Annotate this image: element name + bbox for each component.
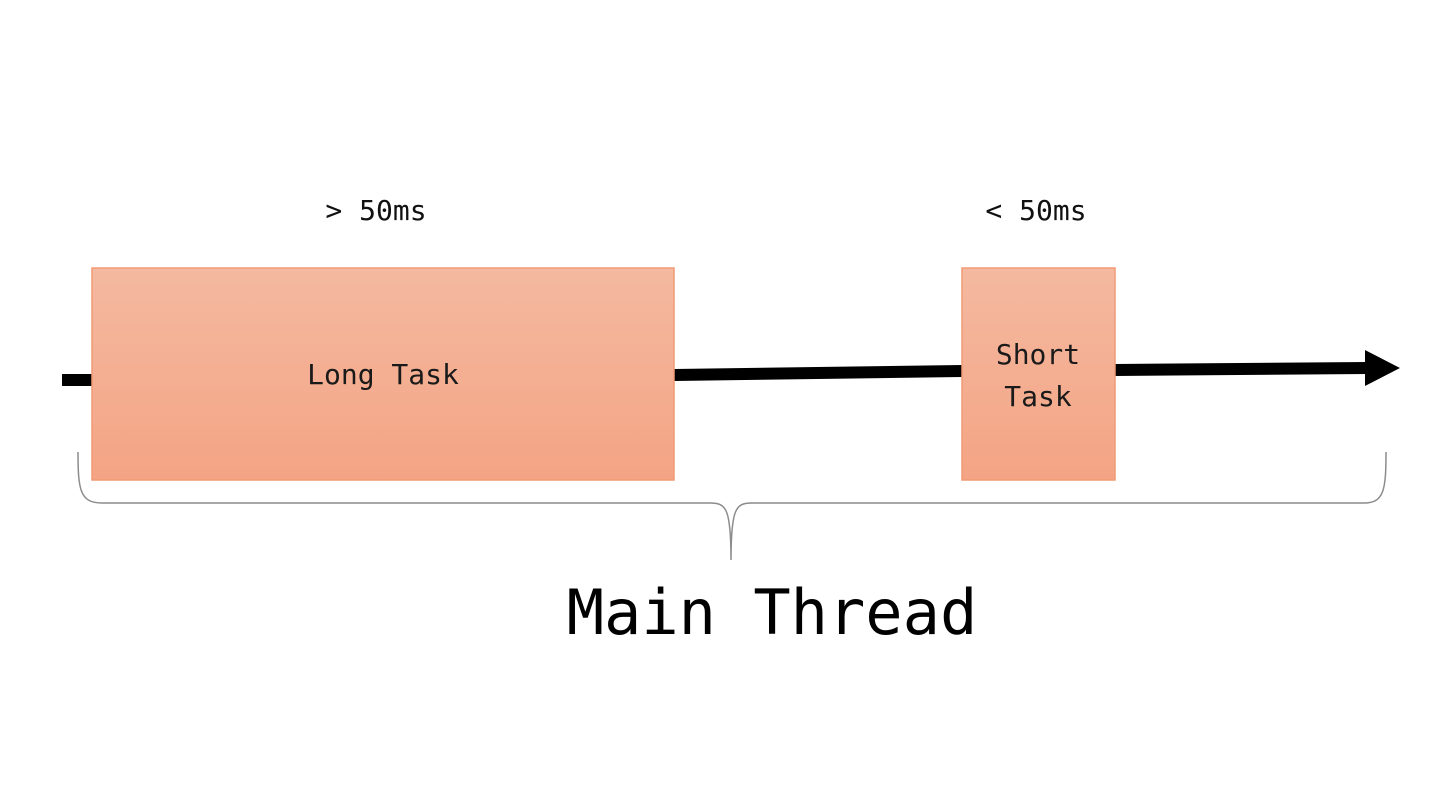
short-task-box — [961, 267, 1116, 481]
main-thread-label: Main Thread — [567, 576, 978, 649]
main-thread-brace — [77, 451, 1387, 561]
short-task-duration: < 50ms — [985, 194, 1086, 227]
long-task-duration: > 50ms — [325, 194, 426, 227]
arrowhead-icon — [1365, 350, 1400, 386]
short-task-label-line-2: Task — [1004, 380, 1072, 413]
short-task-label-line-1: Short — [996, 338, 1080, 371]
timeline-arrow — [62, 350, 1400, 386]
timeline-line-right — [1114, 362, 1369, 376]
long-task: Long Task > 50ms — [91, 194, 675, 481]
short-task: Short Task < 50ms — [961, 194, 1116, 481]
long-task-label: Long Task — [307, 358, 459, 391]
long-task-box — [91, 267, 675, 481]
timeline-line-middle — [673, 365, 963, 381]
